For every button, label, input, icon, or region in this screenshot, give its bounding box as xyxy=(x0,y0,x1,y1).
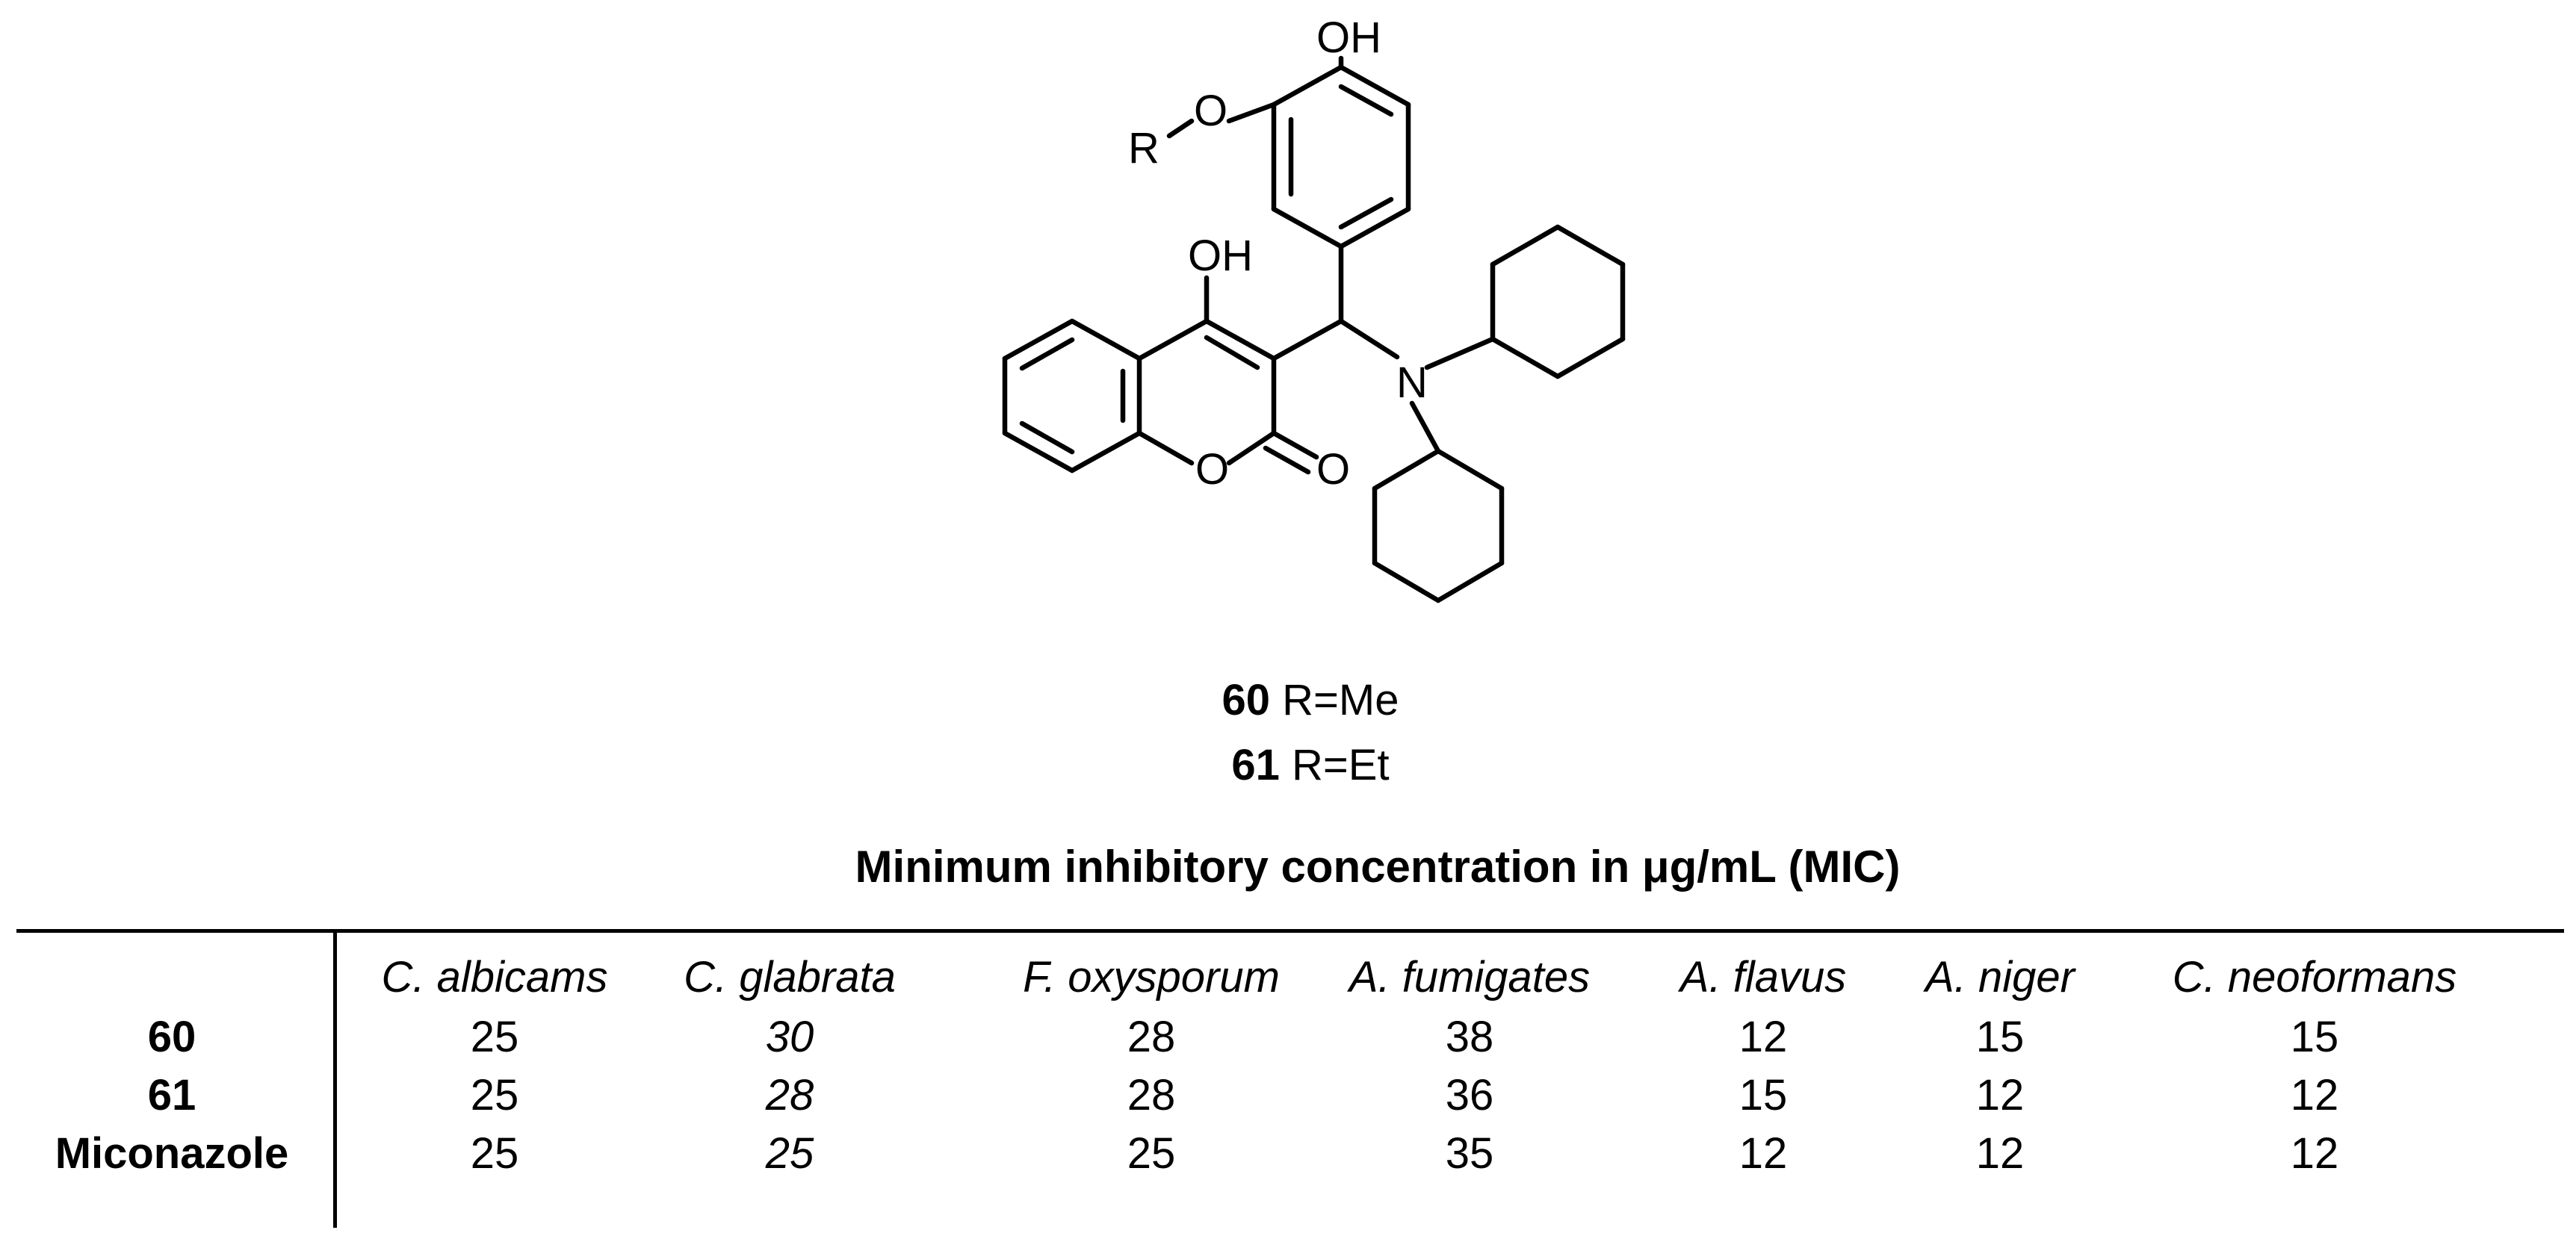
table-cell: 36 xyxy=(1445,1071,1494,1119)
row-label: Miconazole xyxy=(55,1129,289,1178)
column-header: C. glabrata xyxy=(684,953,896,1001)
table-cell: 28 xyxy=(1127,1013,1176,1061)
compound-number: 60 xyxy=(1222,676,1271,724)
table-cell: 12 xyxy=(1739,1013,1788,1061)
table-vertical-rule xyxy=(333,929,337,1228)
table-cell: 15 xyxy=(2290,1013,2339,1061)
table-cell: 12 xyxy=(1975,1129,2025,1178)
table-cell: 12 xyxy=(1739,1129,1788,1178)
table-cell: 12 xyxy=(2290,1071,2339,1119)
compound-caption-61: 61 R=Et xyxy=(0,739,2576,792)
compound-caption-60: 60 R=Me xyxy=(0,674,2576,727)
compound-number: 61 xyxy=(1231,741,1280,789)
compound-substituent: R=Me xyxy=(1282,676,1399,724)
table-cell: 12 xyxy=(2290,1129,2339,1178)
structure-bonds xyxy=(1002,55,1626,603)
table-top-rule xyxy=(16,929,2564,933)
table-cell: 28 xyxy=(765,1071,814,1119)
row-label: 61 xyxy=(147,1071,196,1119)
amine-nitrogen-label: N xyxy=(1396,358,1428,407)
table-cell: 15 xyxy=(1975,1013,2025,1061)
phenol-oh-label: OH xyxy=(1316,13,1381,62)
compound-substituent: R=Et xyxy=(1292,741,1390,789)
table-cell: 25 xyxy=(470,1071,519,1119)
table-cell: 12 xyxy=(1975,1071,2025,1119)
row-label: 60 xyxy=(147,1013,196,1061)
table-cell: 25 xyxy=(1127,1129,1176,1178)
column-header: A. niger xyxy=(1925,953,2075,1001)
column-header: C. albicams xyxy=(381,953,608,1001)
table-cell: 30 xyxy=(765,1013,814,1061)
column-header: F. oxysporum xyxy=(1023,953,1280,1001)
table-cell: 38 xyxy=(1445,1013,1494,1061)
table-cell: 25 xyxy=(470,1129,519,1178)
table-cell: 15 xyxy=(1739,1071,1788,1119)
table-cell: 28 xyxy=(1127,1071,1176,1119)
table-cell: 25 xyxy=(470,1013,519,1061)
ring-oxygen-label: O xyxy=(1195,445,1229,494)
table-cell: 25 xyxy=(765,1129,814,1178)
chemical-structure: OH O R OH O O N xyxy=(1002,13,1626,603)
column-header: C. neoformans xyxy=(2172,953,2457,1001)
column-header: A. flavus xyxy=(1679,953,1847,1001)
carbonyl-oxygen-label: O xyxy=(1316,445,1350,494)
enol-oh-label: OH xyxy=(1188,232,1253,280)
column-header: A. fumigates xyxy=(1349,953,1591,1001)
r-group-label: R xyxy=(1128,124,1159,173)
ether-oxygen-label: O xyxy=(1194,87,1227,135)
table-cell: 35 xyxy=(1445,1129,1494,1178)
table-title: Minimum inhibitory concentration in μg/m… xyxy=(855,842,1901,892)
